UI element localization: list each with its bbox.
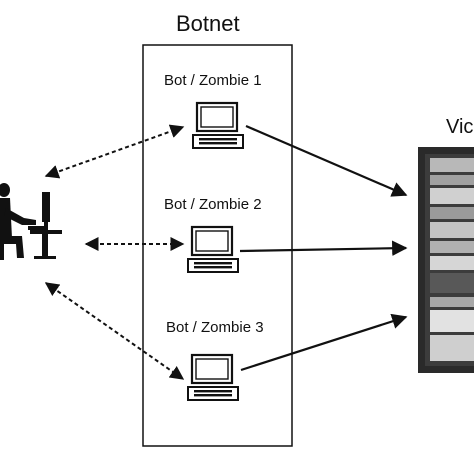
attack-arrow-bot-1 [245, 124, 408, 197]
bot-3-label: Bot / Zombie 3 [166, 319, 264, 336]
bot-2-label: Bot / Zombie 2 [164, 196, 262, 213]
bot-1-laptop-icon [191, 101, 245, 150]
victim-server-icon [418, 147, 474, 373]
botnet-title: Botnet [176, 11, 240, 36]
control-arrow-bot-1 [44, 124, 185, 179]
control-arrow-bot-3 [44, 282, 185, 380]
attacker-icon [0, 183, 62, 260]
bot-3-laptop-icon [186, 353, 240, 402]
bot-1-label: Bot / Zombie 1 [164, 72, 262, 89]
victim-label: Vic [446, 116, 474, 138]
bot-2-laptop-icon [186, 225, 240, 274]
attack-arrow-bot-2 [239, 240, 408, 256]
attack-arrow-bot-3 [240, 313, 408, 372]
